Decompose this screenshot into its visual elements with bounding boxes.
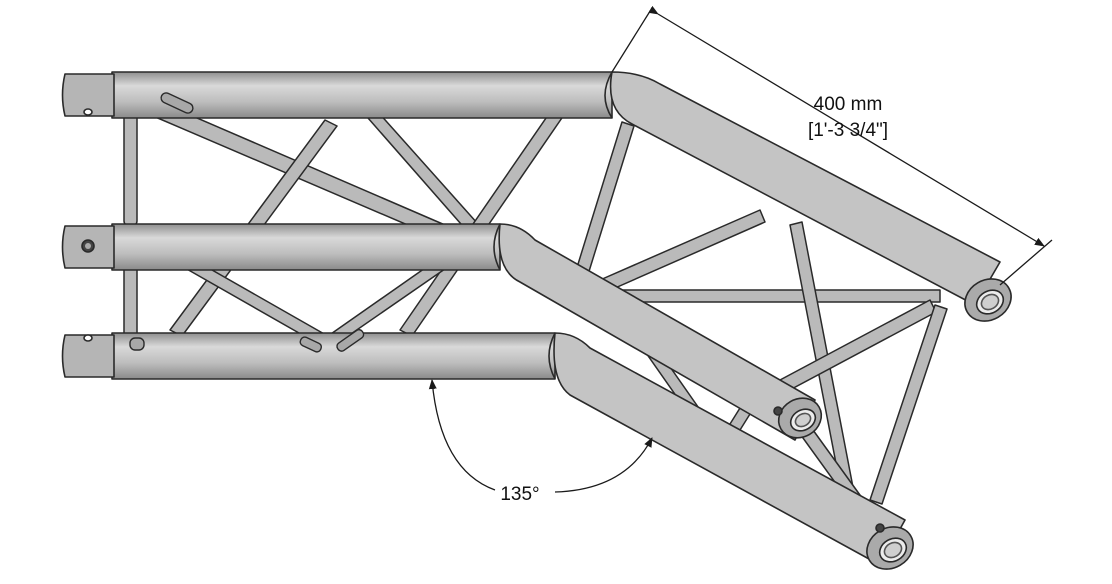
extension-line xyxy=(611,7,653,73)
middle-chord-angled-tube xyxy=(498,223,816,441)
truss-diagonals xyxy=(123,101,948,511)
length-mm-label: 400 mm xyxy=(814,94,883,115)
pin-hole xyxy=(83,334,93,342)
dimension-line xyxy=(648,5,1045,247)
length-dimension xyxy=(611,5,1053,286)
bottom-chord-end-sleeve xyxy=(61,334,115,378)
top-chord-end-sleeve xyxy=(61,73,115,117)
angle-arc-left xyxy=(428,379,496,491)
length-imperial-label: [1'-3 3/4"] xyxy=(808,120,888,141)
middle-chord xyxy=(61,223,823,441)
bottom-chord-straight-tube xyxy=(111,332,556,380)
bottom-chord xyxy=(61,332,914,570)
angle-dimension xyxy=(428,379,653,493)
pin-hole xyxy=(83,108,93,116)
angle-label: 135° xyxy=(500,484,539,505)
brace-slots xyxy=(129,92,365,353)
pin-hole xyxy=(875,523,885,533)
middle-chord-straight-tube xyxy=(111,223,501,271)
extension-line xyxy=(999,239,1053,286)
angle-arc-right xyxy=(554,437,653,493)
pin-hole xyxy=(773,406,783,416)
